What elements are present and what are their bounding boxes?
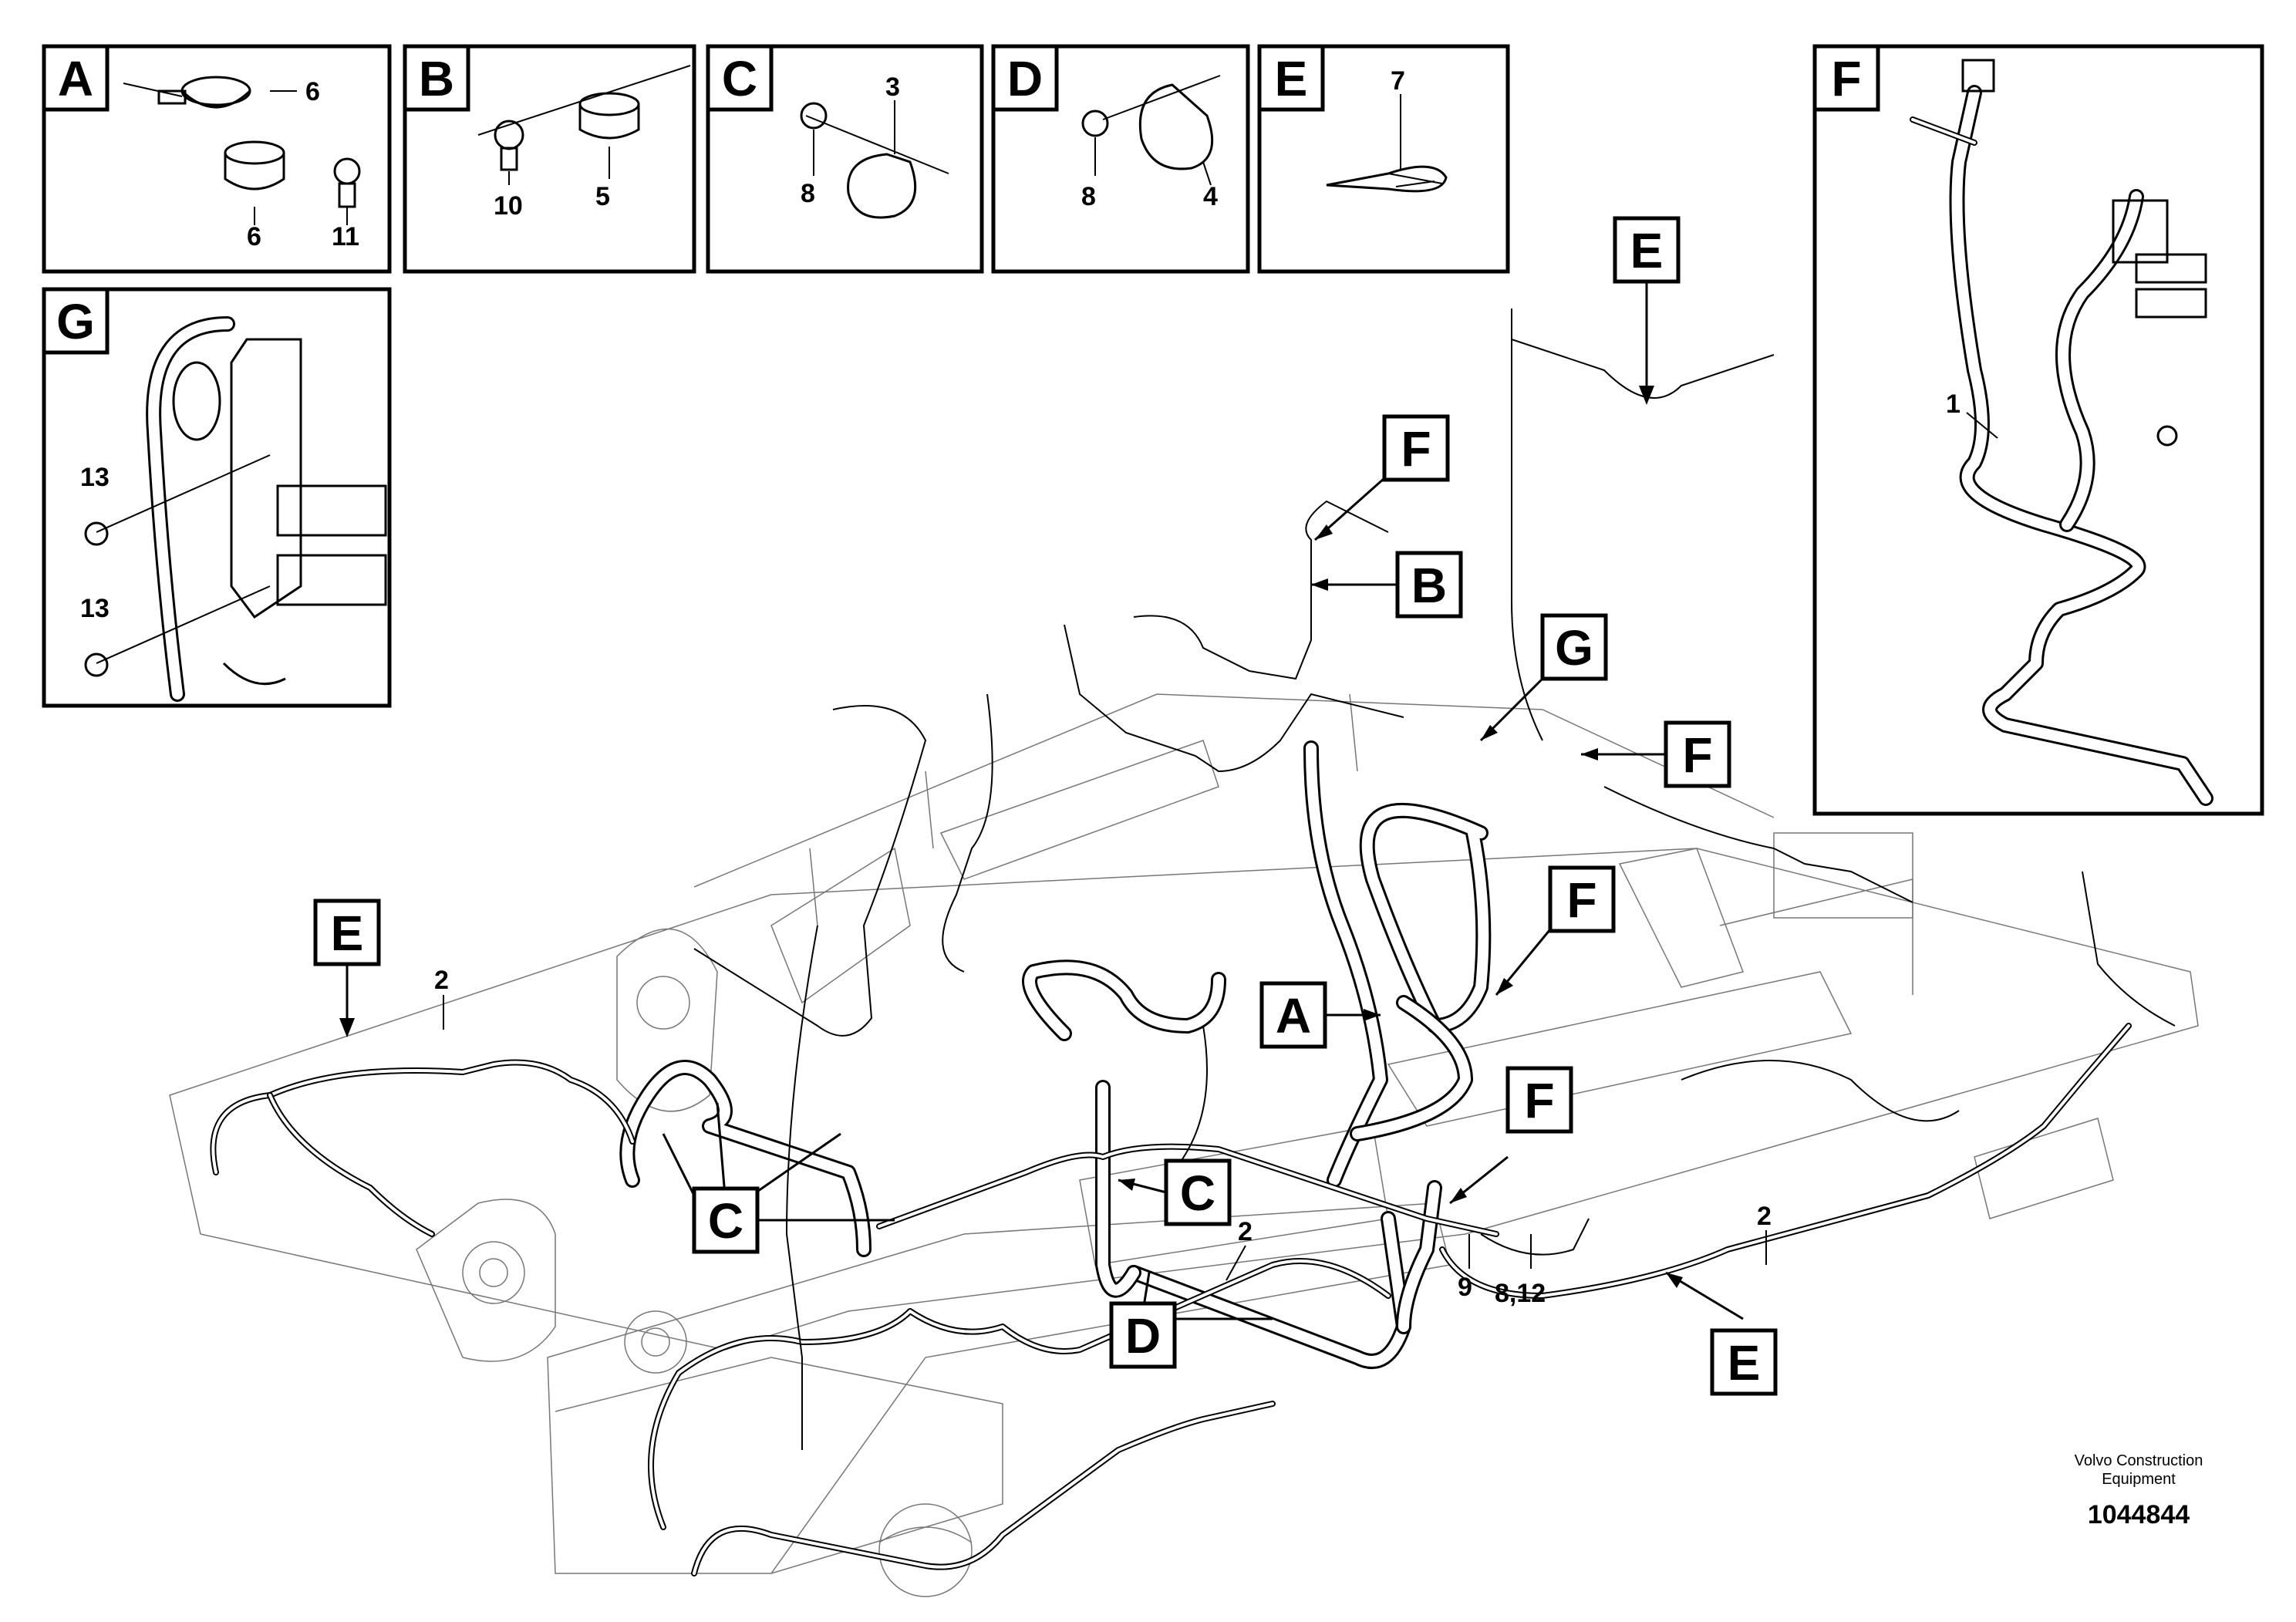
panel-letter-d: D [1007,51,1043,106]
panel-c-part-3: 3 [885,73,900,102]
panel-b-part-10: 10 [494,191,523,221]
detail-panel-c: C 3 8 [706,44,984,274]
panel-letter-a: A [58,51,93,106]
label-callouts-c_left: C [708,1193,743,1249]
panel-d-part-4: 4 [1203,182,1218,211]
panel-letter-b: B [419,51,454,106]
panel-a-part-6-bottom: 6 [247,222,261,251]
panel-g-part-13-top: 13 [80,463,110,492]
panel-c-part-8: 8 [801,179,815,208]
label-callouts-f_mid2: F [1524,1073,1554,1128]
callout-g-mid: G [1479,613,1608,742]
panel-a-part-11: 11 [332,222,359,251]
label-callouts-a_mid: A [1276,988,1311,1044]
part-2-right: 2 [1757,1202,1772,1231]
panel-letter-g: G [56,294,95,349]
document-number: 1044844 [2088,1500,2190,1529]
footer: Volvo Construction Equipment 1044844 [2075,1452,2203,1529]
callout-f-right: F [1581,720,1731,788]
detail-panel-f: F 1 [1812,44,2264,816]
callout-e-top: E [1613,216,1681,405]
part-9: 9 [1458,1273,1472,1302]
part-8-12: 8,12 [1495,1279,1546,1308]
label-callouts-d_low: D [1125,1308,1161,1364]
harness-tubes [619,740,1492,1369]
panel-letter-c: C [722,51,757,106]
part-2-left: 2 [434,966,449,995]
label-callouts-f_right: F [1682,727,1712,783]
part-2-mid: 2 [1238,1217,1253,1246]
panel-letter-e: E [1275,51,1308,106]
callout-f-top: F [1314,414,1450,541]
part-number-labels: 2 2 2 9 8,12 [434,966,1772,1308]
panel-e-part-7: 7 [1391,66,1405,96]
harness-wires [210,1023,2132,1576]
label-callouts-g_mid: G [1555,620,1593,676]
label-callouts-c_mid: C [1180,1165,1215,1221]
label-callouts-e_top: E [1630,223,1664,278]
panel-letter-f: F [1831,51,1861,106]
panel-a-part-6-top: 6 [305,77,320,106]
callout-a-mid: A [1259,981,1381,1049]
panel-f-part-1: 1 [1946,389,1961,419]
brand-line-1: Volvo Construction [2075,1452,2203,1469]
callout-e-left: E [313,899,381,1037]
label-callouts-f_top: F [1401,421,1431,477]
callout-d-low: D [1109,1272,1273,1369]
callout-c-mid: C [1118,1158,1232,1226]
panel-b-part-5: 5 [595,182,610,211]
machine-frame [169,693,2199,1597]
detail-panel-b: B 10 5 [403,44,696,274]
label-callouts-e_left: E [331,905,364,961]
panel-d-part-8: 8 [1081,182,1096,211]
label-callouts-f_mid: F [1566,872,1596,928]
callout-f-mid2: F [1449,1066,1573,1205]
callout-f-mid: F [1495,865,1616,996]
detail-panel-e: E 7 [1257,44,1510,274]
panel-g-part-13-bottom: 13 [80,594,110,623]
brand-line-2: Equipment [2102,1471,2176,1488]
label-callouts-e_low: E [1728,1335,1761,1391]
callout-b-top: B [1311,551,1463,619]
callout-e-low: E [1665,1271,1778,1396]
detail-panel-a: A 6 6 11 [42,44,392,274]
label-callouts-b_top: B [1411,558,1447,613]
detail-panel-g: G 13 13 [42,287,392,708]
detail-panel-d: D 8 4 [991,44,1250,274]
callout-c-left: C [662,1102,895,1254]
